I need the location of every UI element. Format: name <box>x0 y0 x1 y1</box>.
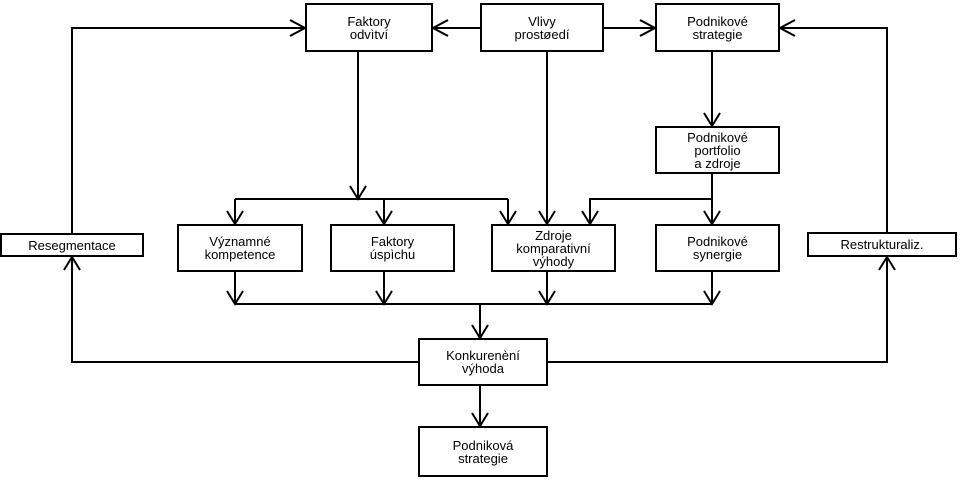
node-faktory-uspechu: Faktory úspìchu <box>330 224 455 272</box>
node-label: Podnikové synergie <box>687 234 748 262</box>
node-podnikove-portfolio: Podnikové portfolio a zdroje <box>655 126 780 174</box>
node-label: Resegmentace <box>28 237 116 253</box>
node-resegmentace: Resegmentace <box>0 233 144 257</box>
node-restrukturaliz: Restrukturaliz. <box>807 232 957 257</box>
node-label: Restrukturaliz. <box>840 237 924 252</box>
node-vlivy-prostredi: Vlivy prostøedí <box>480 3 604 52</box>
node-podnikove-synergie: Podnikové synergie <box>655 224 780 272</box>
node-label: Podnikové strategie <box>687 13 748 42</box>
node-label: Faktory úspìchu <box>369 234 416 262</box>
node-faktory-odvetvi: Faktory odvìtví <box>305 3 433 52</box>
node-podnikova-strategie: Podniková strategie <box>418 426 548 477</box>
node-label: Podniková strategie <box>452 437 514 466</box>
node-vyznamne-kompetence: Významné kompetence <box>177 224 303 272</box>
node-zdroje-komparativni: Zdroje komparativní výhody <box>491 224 616 272</box>
node-label: Konkurenèní výhoda <box>446 348 520 376</box>
node-label: Významné kompetence <box>204 234 276 262</box>
node-label: Zdroje komparativní výhody <box>516 227 591 269</box>
node-konkurencni-vyhoda: Konkurenèní výhoda <box>418 338 548 386</box>
node-label: Podnikové portfolio a zdroje <box>687 129 748 171</box>
node-label: Faktory odvìtví <box>347 13 391 42</box>
node-label: Vlivy prostøedí <box>514 13 570 42</box>
node-podnikove-strategie: Podnikové strategie <box>655 3 780 52</box>
